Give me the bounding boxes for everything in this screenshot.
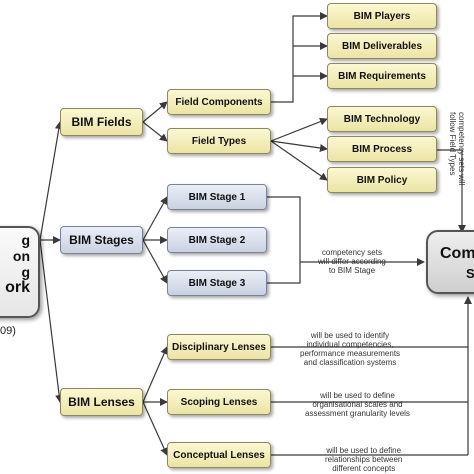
components-to-players-line <box>271 12 328 103</box>
scoping-note: will be used to define organisational sc… <box>305 391 410 418</box>
scoping-note-line-3: assessment granularity levels <box>305 409 410 418</box>
stages-to-stage1-line <box>142 196 168 241</box>
scoping-note-line-1: will be used to define <box>320 391 395 400</box>
stages-to-stage3-line <box>142 239 168 284</box>
bim-players-node: BIM Players <box>327 3 437 29</box>
bim-deliverables-node: BIM Deliverables <box>327 33 437 59</box>
bim-technology-node: BIM Technology <box>327 106 437 132</box>
root-line-1: g <box>21 232 30 248</box>
fields-to-types-line <box>142 121 168 142</box>
fields-note-line-1: competency sets will <box>457 112 466 186</box>
field-types-node: Field Types <box>167 128 271 154</box>
root-line-3: g <box>21 264 30 280</box>
conceptual-note-line-3: different concepts <box>332 464 396 473</box>
conceptual-note-line-2: relationships between <box>325 455 403 464</box>
disciplinary-lenses-node: Disciplinary Lenses <box>167 334 271 360</box>
disciplinary-note-line-3: performance measurements <box>300 349 401 358</box>
bim-process-node: BIM Process <box>327 136 437 162</box>
root-to-fields-line <box>39 121 63 241</box>
bim-stage-1-node: BIM Stage 1 <box>167 184 267 210</box>
root-framework-node: g on g ork <box>0 226 40 318</box>
bim-lenses-node: BIM Lenses <box>60 388 143 416</box>
conceptual-lenses-node: Conceptual Lenses <box>167 442 271 468</box>
root-line-2: on <box>12 248 30 264</box>
scoping-note-line-2: organisational scales and <box>312 400 403 409</box>
disciplinary-note: will be used to identify individual comp… <box>300 331 400 367</box>
field-components-node: Field Components <box>167 89 271 115</box>
stages-bracket-line <box>267 196 301 284</box>
conceptual-note-line-1: will be used to define <box>326 446 402 455</box>
fields-note-line-2: follow Field Types <box>448 112 457 176</box>
competency-line-2: S <box>466 266 474 281</box>
fields-competency-note: competency sets will follow Field Types <box>448 112 466 185</box>
types-to-policy-line <box>270 140 328 181</box>
bim-fields-node: BIM Fields <box>60 108 143 136</box>
types-to-competency-line <box>437 149 466 233</box>
bim-policy-node: BIM Policy <box>327 167 437 193</box>
lenses-to-conceptual-line <box>142 401 168 456</box>
root-note: 09) <box>0 325 16 337</box>
scoping-lenses-node: Scoping Lenses <box>167 389 271 415</box>
disciplinary-note-line-1: will be used to identify <box>310 331 390 340</box>
disciplinary-note-line-2: individual competencies, <box>306 340 394 349</box>
bim-stage-3-node: BIM Stage 3 <box>167 270 267 296</box>
bim-stage-2-node: BIM Stage 2 <box>167 227 267 253</box>
disciplinary-note-line-4: and classification systems <box>303 358 397 367</box>
types-to-process-line <box>270 140 328 152</box>
root-to-lenses-line <box>39 239 64 403</box>
lenses-to-disciplinary-line <box>142 346 168 403</box>
stages-competency-note: competency sets will differ according to… <box>318 248 386 275</box>
competency-line-1: Com <box>440 245 474 262</box>
stages-note-line-1: competency sets <box>321 248 382 257</box>
competency-sets-node: Com S <box>426 230 474 294</box>
bim-requirements-node: BIM Requirements <box>327 63 437 89</box>
stages-note-line-2: will differ according <box>318 257 386 266</box>
fields-to-components-line <box>142 101 168 123</box>
types-to-technology-line <box>270 117 328 142</box>
stages-note-line-3: to BIM Stage <box>328 266 376 275</box>
bim-stages-node: BIM Stages <box>60 226 143 254</box>
conceptual-note: will be used to define relationships bet… <box>325 446 402 473</box>
root-line-4: ork <box>5 279 30 296</box>
